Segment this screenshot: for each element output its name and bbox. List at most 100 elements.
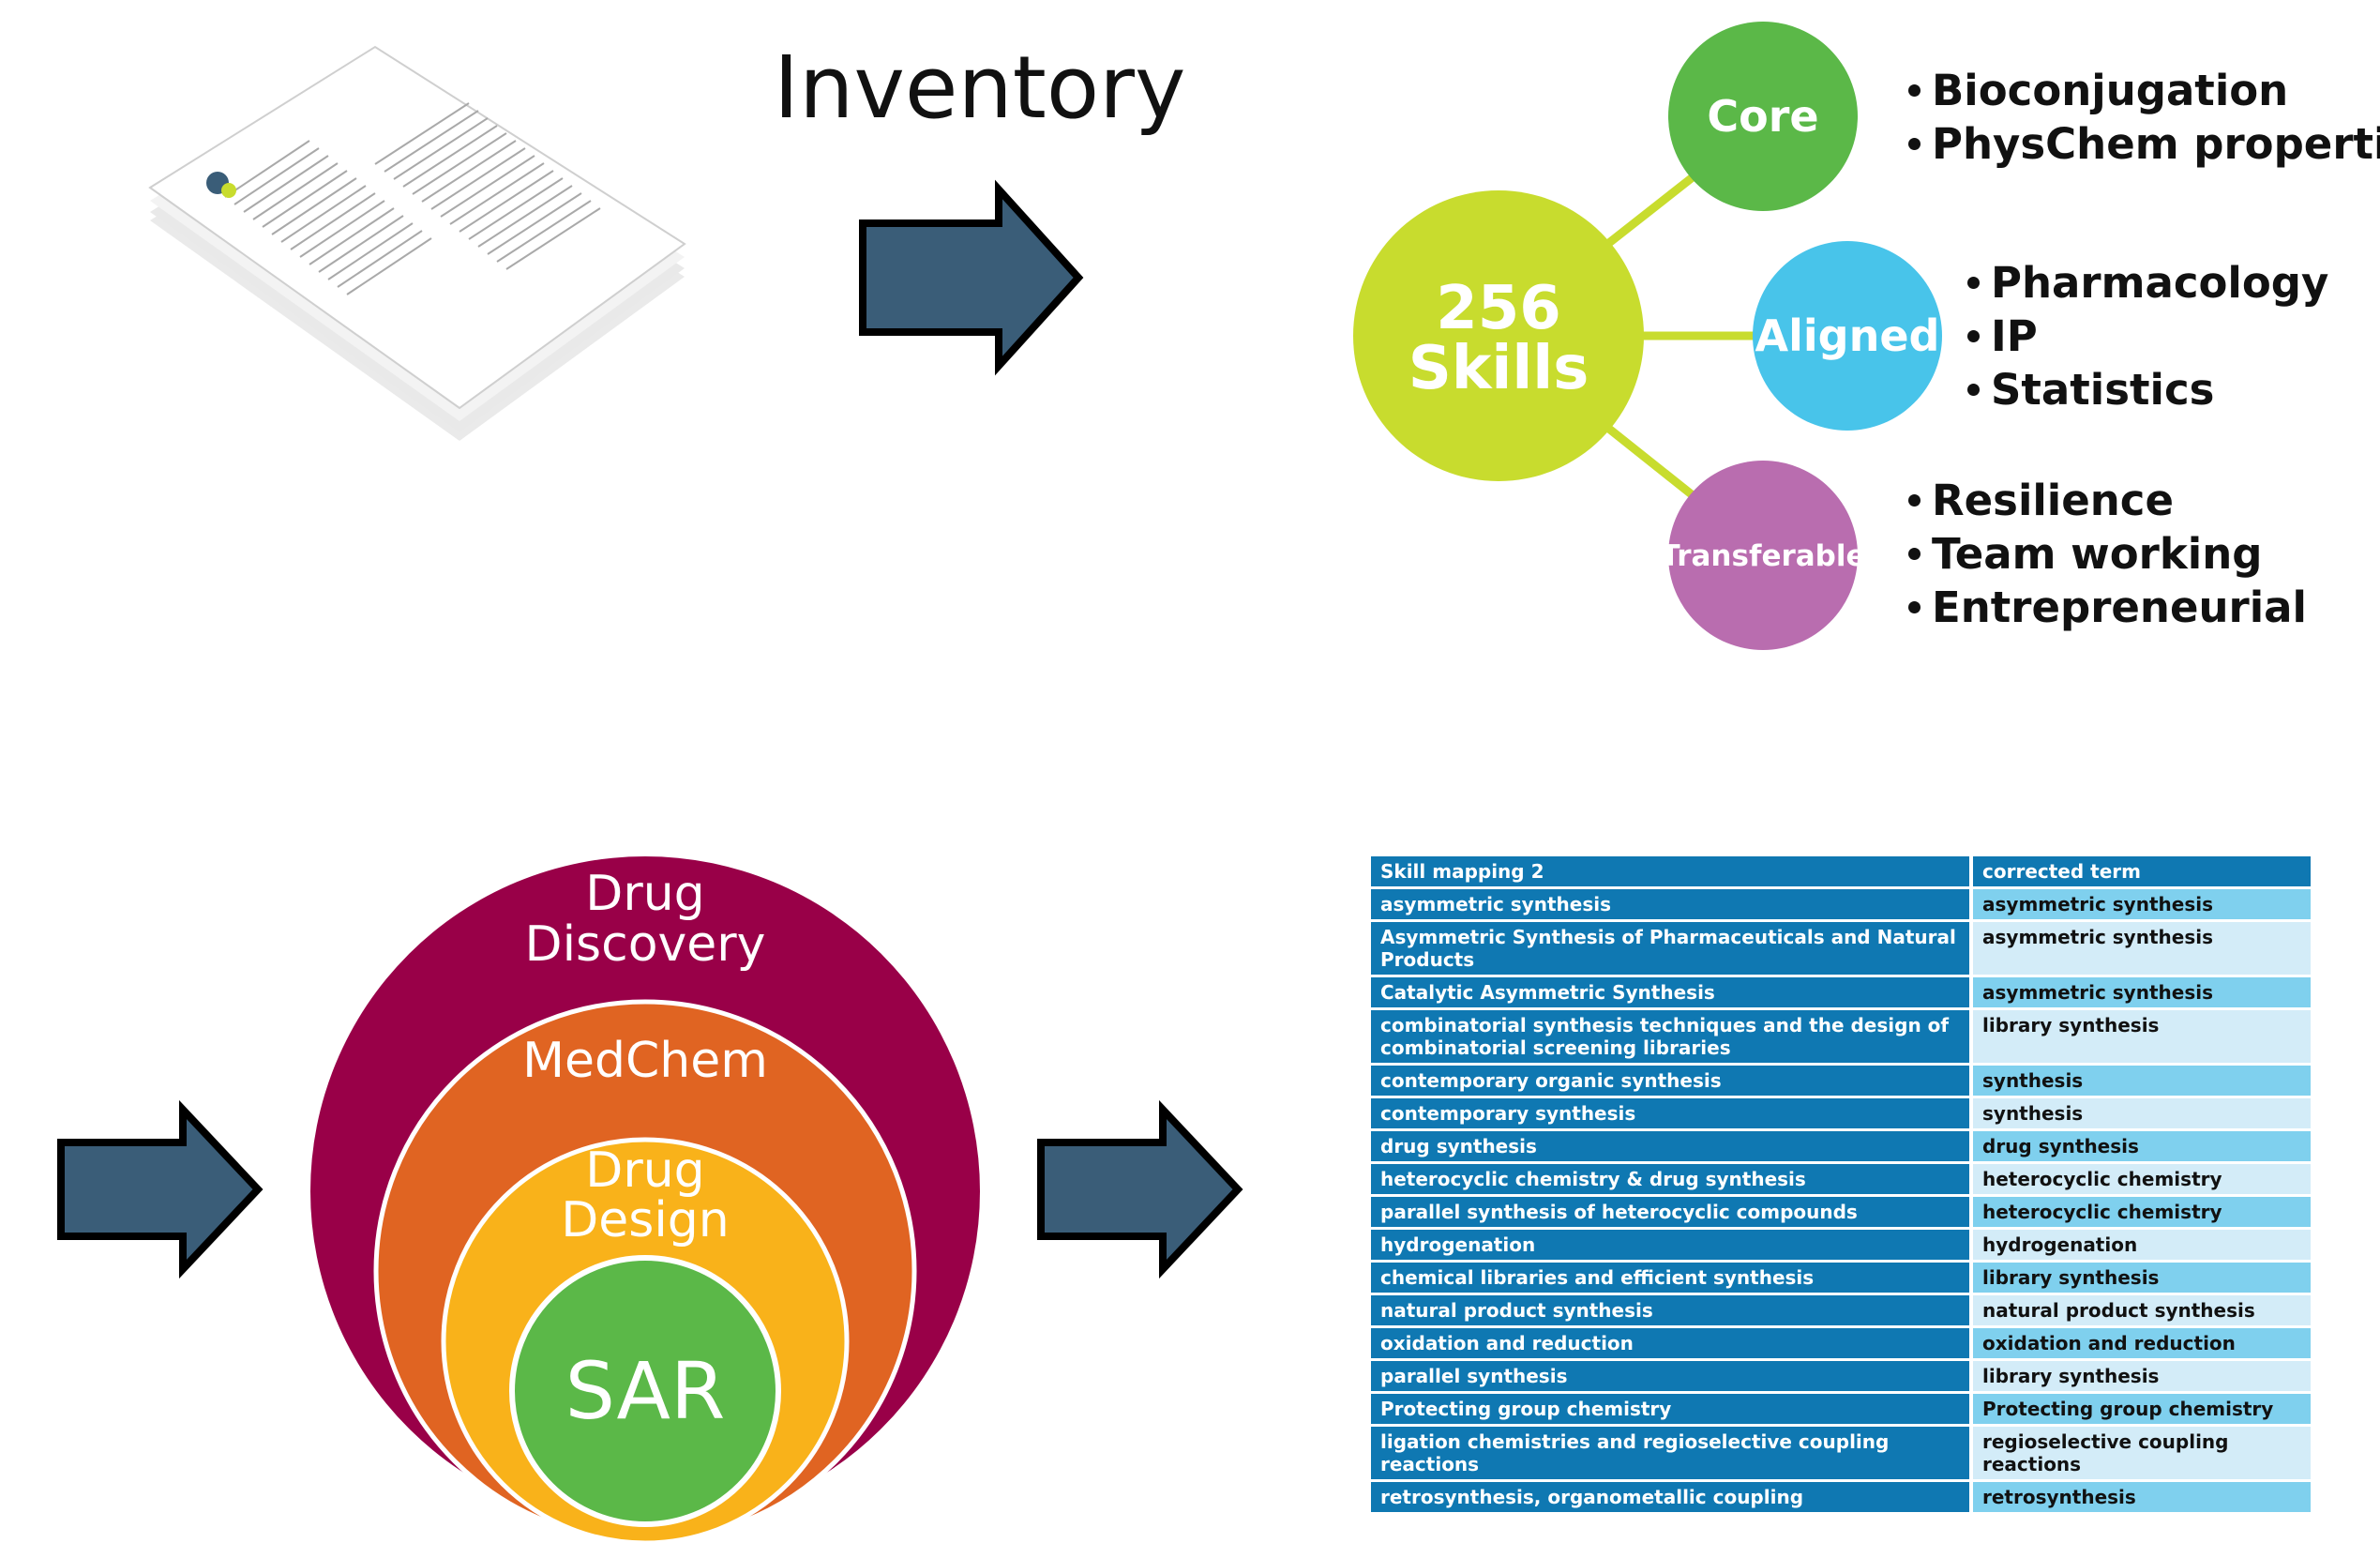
skill-cell: combinatorial synthesis techniques and t… [1371, 1010, 1973, 1063]
table-row: Asymmetric Synthesis of Pharmaceuticals … [1371, 922, 2311, 975]
table-row: hydrogenation hydrogenation [1371, 1230, 2311, 1260]
skill-cell: drug synthesis [1371, 1131, 1973, 1161]
list-item: IP [1967, 310, 2328, 363]
transferable-skill-text: Entrepreneurial [1932, 582, 2307, 632]
table-row: contemporary organic synthesis synthesis [1371, 1066, 2311, 1096]
sar-circle [509, 1255, 781, 1527]
drug-discovery-line1: Drug [585, 866, 704, 922]
skill-cell: contemporary synthesis [1371, 1098, 1973, 1128]
corrected-term-cell: natural product synthesis [1973, 1295, 2311, 1325]
aligned-skills-label: Aligned [1755, 310, 1940, 361]
drug-design-line2: Design [561, 1192, 730, 1248]
table-header-row: Skill mapping 2 corrected term [1371, 856, 2311, 886]
table-row: oxidation and reduction oxidation and re… [1371, 1328, 2311, 1358]
corrected-term-cell: library synthesis [1973, 1263, 2311, 1293]
table-row: contemporary synthesis synthesis [1371, 1098, 2311, 1128]
corrected-term-cell: drug synthesis [1973, 1131, 2311, 1161]
bullet-icon [1908, 494, 1921, 507]
skill-cell: parallel synthesis [1371, 1361, 1973, 1391]
skill-mapping-table: Skill mapping 2 corrected term asymmetri… [1371, 854, 2311, 1515]
table-row: combinatorial synthesis techniques and t… [1371, 1010, 2311, 1063]
medchem-label: MedChem [522, 1033, 768, 1089]
table-row: parallel synthesis of heterocyclic compo… [1371, 1197, 2311, 1227]
corrected-term-cell: retrosynthesis [1973, 1482, 2311, 1512]
skills-total-circle [1353, 190, 1644, 481]
table-row: Protecting group chemistry Protecting gr… [1371, 1394, 2311, 1424]
core-skills-circle [1668, 22, 1858, 211]
drug-discovery-line2: Discovery [525, 916, 766, 973]
aligned-skills-list: Pharmacology IP Statistics [1967, 256, 2328, 416]
skills-total-line2: Skills [1408, 334, 1589, 403]
drug-design-line1: Drug [585, 1142, 704, 1199]
list-item: Bioconjugation [1908, 64, 2380, 117]
core-skills-label: Core [1707, 91, 1818, 142]
corrected-term-cell: asymmetric synthesis [1973, 922, 2311, 975]
skill-cell: ligation chemistries and regioselective … [1371, 1427, 1973, 1479]
corrected-term-cell: asymmetric synthesis [1973, 977, 2311, 1007]
skill-cell: hydrogenation [1371, 1230, 1973, 1260]
skill-cell: Catalytic Asymmetric Synthesis [1371, 977, 1973, 1007]
table-row: chemical libraries and efficient synthes… [1371, 1263, 2311, 1293]
transferable-skill-text: Resilience [1932, 476, 2174, 525]
table-row: asymmetric synthesis asymmetric synthesi… [1371, 889, 2311, 919]
transferable-skills-label: Transferable [1660, 539, 1865, 573]
header-cell-skill-mapping: Skill mapping 2 [1371, 856, 1973, 886]
table-row: parallel synthesis library synthesis [1371, 1361, 2311, 1391]
skill-cell: oxidation and reduction [1371, 1328, 1973, 1358]
bullet-icon [1967, 277, 1980, 289]
aligned-skill-text: Statistics [1991, 365, 2215, 415]
list-item: Team working [1908, 527, 2307, 581]
list-item: Resilience [1908, 474, 2307, 527]
arrow-right-icon [859, 179, 1084, 376]
bullet-icon [1908, 84, 1921, 97]
arrow-right-icon [1037, 1099, 1243, 1279]
skill-mapping-table-container: Skill mapping 2 corrected term asymmetri… [1371, 854, 2311, 1543]
header-cell-corrected-term: corrected term [1973, 856, 2311, 886]
inventory-title: Inventory [774, 38, 1186, 138]
table-row: ligation chemistries and regioselective … [1371, 1427, 2311, 1479]
sar-label: SAR [565, 1345, 726, 1437]
table-row: drug synthesis drug synthesis [1371, 1131, 2311, 1161]
skill-cell: asymmetric synthesis [1371, 889, 1973, 919]
corrected-term-cell: hydrogenation [1973, 1230, 2311, 1260]
transferable-skills-circle [1668, 461, 1858, 650]
list-item: Entrepreneurial [1908, 581, 2307, 634]
aligned-skill-text: Pharmacology [1991, 258, 2329, 308]
corrected-term-cell: synthesis [1973, 1066, 2311, 1096]
corrected-term-cell: Protecting group chemistry [1973, 1394, 2311, 1424]
arrow-right-icon [57, 1099, 264, 1279]
skill-cell: natural product synthesis [1371, 1295, 1973, 1325]
core-skill-text: Bioconjugation [1932, 66, 2289, 115]
bullet-icon [1908, 138, 1921, 150]
skill-cell: parallel synthesis of heterocyclic compo… [1371, 1197, 1973, 1227]
skill-cell: Protecting group chemistry [1371, 1394, 1973, 1424]
table-row: retrosynthesis, organometallic coupling … [1371, 1482, 2311, 1512]
skill-cell: heterocyclic chemistry & drug synthesis [1371, 1164, 1973, 1194]
corrected-term-cell: regioselective coupling reactions [1973, 1427, 2311, 1479]
corrected-term-cell: library synthesis [1973, 1010, 2311, 1063]
table-row: heterocyclic chemistry & drug synthesis … [1371, 1164, 2311, 1194]
aligned-skills-circle [1753, 241, 1942, 431]
corrected-term-cell: heterocyclic chemistry [1973, 1197, 2311, 1227]
list-item: PhysChem properties [1908, 117, 2380, 171]
skill-cell: Asymmetric Synthesis of Pharmaceuticals … [1371, 922, 1973, 975]
list-item: Statistics [1967, 363, 2328, 416]
bullet-icon [1967, 384, 1980, 396]
table-row: natural product synthesis natural produc… [1371, 1295, 2311, 1325]
skills-hub-diagram: 256 Skills Core Aligned Transferable [1353, 22, 1942, 650]
corrected-term-cell: asymmetric synthesis [1973, 889, 2311, 919]
skill-cell: retrosynthesis, organometallic coupling [1371, 1482, 1973, 1512]
bullet-icon [1908, 548, 1921, 560]
core-skills-list: Bioconjugation PhysChem properties [1908, 64, 2380, 171]
aligned-skill-text: IP [1991, 311, 2038, 361]
skill-cell: contemporary organic synthesis [1371, 1066, 1973, 1096]
corrected-term-cell: synthesis [1973, 1098, 2311, 1128]
core-skill-text: PhysChem properties [1932, 119, 2380, 169]
corrected-term-cell: oxidation and reduction [1973, 1328, 2311, 1358]
document-stack-illustration [148, 45, 686, 441]
skills-total-line1: 256 [1436, 274, 1561, 343]
corrected-term-cell: heterocyclic chemistry [1973, 1164, 2311, 1194]
skill-cell: chemical libraries and efficient synthes… [1371, 1263, 1973, 1293]
